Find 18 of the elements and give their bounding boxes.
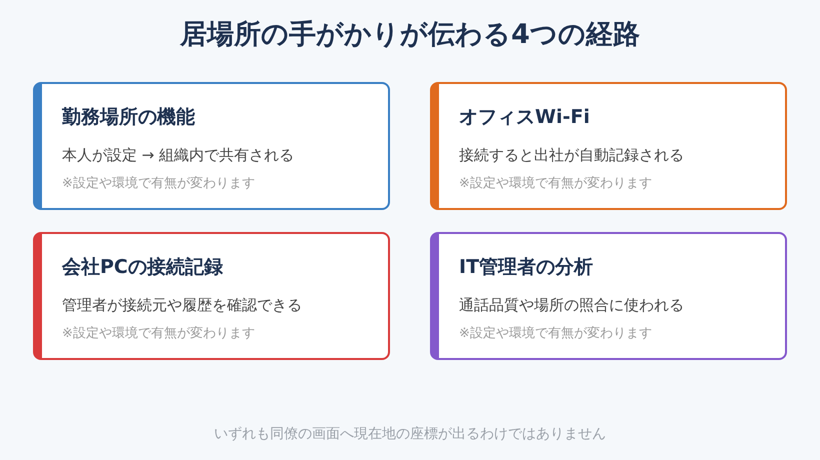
info-card xyxy=(430,82,787,210)
card-heading: 勤務場所の機能 xyxy=(62,105,195,130)
card-heading: オフィスWi-Fi xyxy=(459,105,590,130)
card-heading: IT管理者の分析 xyxy=(459,255,594,280)
card-heading: 会社PCの接続記録 xyxy=(62,255,223,280)
info-card xyxy=(430,232,787,360)
card-description: 接続すると出社が自動記録される xyxy=(459,146,684,165)
info-card xyxy=(33,232,390,360)
card-description: 本人が設定 → 組織内で共有される xyxy=(62,146,294,165)
info-card xyxy=(33,82,390,210)
card-note: ※設定や環境で有無が変わります xyxy=(62,325,255,342)
card-description: 管理者が接続元や履歴を確認できる xyxy=(62,296,302,315)
card-note: ※設定や環境で有無が変わります xyxy=(62,175,255,192)
caption: いずれも同僚の画面へ現在地の座標が出るわけではありません xyxy=(213,425,607,443)
card-description: 通話品質や場所の照合に使われる xyxy=(459,296,684,315)
card-note: ※設定や環境で有無が変わります xyxy=(459,175,652,192)
diagram-title: 居場所の手がかりが伝わる4つの経路 xyxy=(178,18,641,52)
card-note: ※設定や環境で有無が変わります xyxy=(459,325,652,342)
